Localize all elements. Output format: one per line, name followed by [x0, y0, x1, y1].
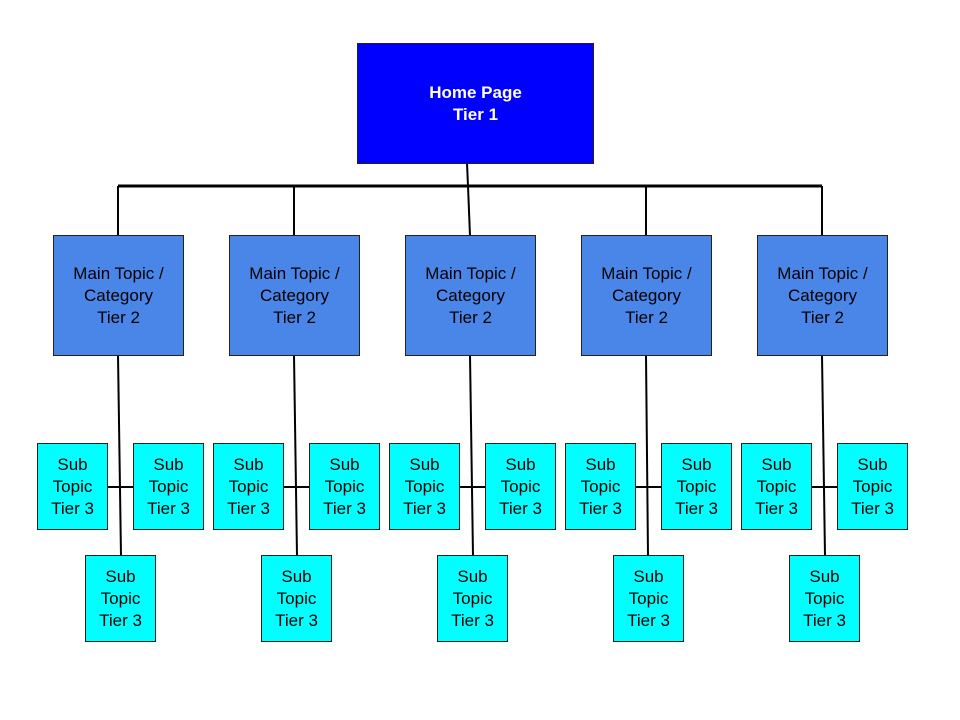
sub-topic-tier: Tier 3: [51, 498, 94, 518]
sub-topic-tier: Tier 3: [451, 610, 494, 630]
sub-topic-tier: Tier 3: [323, 498, 366, 518]
sub-topic-tier: Tier 3: [147, 498, 190, 518]
sub-topic-label: Sub: [809, 566, 840, 586]
sub-topic-label: Topic: [852, 476, 893, 496]
main-topic-label: Main Topic /: [777, 263, 868, 283]
sub-topic-tier: Tier 3: [851, 498, 894, 518]
sub-topic-tier: Tier 3: [227, 498, 270, 518]
home-page-box: Home Page Tier 1: [357, 43, 594, 164]
branch-1-stem-connector: [117, 354, 122, 557]
sub-topic-tier: Tier 3: [755, 498, 798, 518]
main-topic-category: Category: [84, 285, 153, 305]
sub-topic-label: Topic: [580, 476, 621, 496]
sub-topic-label: Sub: [281, 566, 312, 586]
sub-topic-tier: Tier 3: [675, 498, 718, 518]
sub-topic-label: Topic: [228, 476, 269, 496]
sub-topic-box-2-right: Sub Topic Tier 3: [309, 443, 380, 530]
sub-topic-label: Sub: [681, 454, 712, 474]
main-topic-tier: Tier 2: [273, 307, 316, 327]
main-topic-tier: Tier 2: [625, 307, 668, 327]
branch-2-stem-connector: [293, 354, 298, 557]
sub-topic-label: Sub: [105, 566, 136, 586]
sub-topic-label: Topic: [676, 476, 717, 496]
main-topic-category: Category: [788, 285, 857, 305]
sub-topic-tier: Tier 3: [499, 498, 542, 518]
sub-topic-label: Sub: [633, 566, 664, 586]
sub-topic-label: Sub: [57, 454, 88, 474]
sub-topic-label: Topic: [500, 476, 541, 496]
sub-topic-box-3-left: Sub Topic Tier 3: [389, 443, 460, 530]
sub-topic-label: Topic: [324, 476, 365, 496]
main-topic-box-4: Main Topic / Category Tier 2: [581, 235, 712, 356]
sub-topic-tier: Tier 3: [403, 498, 446, 518]
sub-topic-label: Sub: [857, 454, 888, 474]
main-topic-tier: Tier 2: [449, 307, 492, 327]
sub-topic-box-4-bottom: Sub Topic Tier 3: [613, 555, 684, 642]
sub-topic-label: Topic: [756, 476, 797, 496]
sub-topic-label: Topic: [52, 476, 93, 496]
main-topic-label: Main Topic /: [73, 263, 164, 283]
sub-topic-label: Sub: [761, 454, 792, 474]
home-stem-connector: [466, 162, 469, 187]
main-topic-label: Main Topic /: [425, 263, 516, 283]
sub-topic-box-1-left: Sub Topic Tier 3: [37, 443, 108, 530]
main-topic-category: Category: [260, 285, 329, 305]
sub-topic-box-1-bottom: Sub Topic Tier 3: [85, 555, 156, 642]
main-topic-category: Category: [436, 285, 505, 305]
sub-topic-box-5-left: Sub Topic Tier 3: [741, 443, 812, 530]
sub-topic-box-5-right: Sub Topic Tier 3: [837, 443, 908, 530]
sub-topic-box-3-bottom: Sub Topic Tier 3: [437, 555, 508, 642]
sub-topic-box-5-bottom: Sub Topic Tier 3: [789, 555, 860, 642]
sub-topic-box-2-left: Sub Topic Tier 3: [213, 443, 284, 530]
sub-topic-label: Sub: [233, 454, 264, 474]
sub-topic-label: Sub: [153, 454, 184, 474]
home-page-title: Home Page: [429, 82, 522, 102]
branch-3-drop-connector: [467, 185, 471, 237]
sub-topic-box-3-right: Sub Topic Tier 3: [485, 443, 556, 530]
sub-topic-label: Topic: [804, 588, 845, 608]
sub-topic-label: Sub: [409, 454, 440, 474]
sub-topic-box-2-bottom: Sub Topic Tier 3: [261, 555, 332, 642]
main-topic-category: Category: [612, 285, 681, 305]
sub-topic-box-4-right: Sub Topic Tier 3: [661, 443, 732, 530]
home-page-tier: Tier 1: [452, 104, 499, 124]
sub-topic-tier: Tier 3: [803, 610, 846, 630]
main-topic-tier: Tier 2: [97, 307, 140, 327]
sub-topic-label: Sub: [457, 566, 488, 586]
main-topic-label: Main Topic /: [249, 263, 340, 283]
sub-topic-label: Topic: [628, 588, 669, 608]
sub-topic-label: Topic: [452, 588, 493, 608]
main-topic-box-1: Main Topic / Category Tier 2: [53, 235, 184, 356]
branch-3-stem-connector: [469, 354, 474, 557]
sub-topic-tier: Tier 3: [275, 610, 318, 630]
sub-topic-label: Topic: [276, 588, 317, 608]
sub-topic-label: Topic: [148, 476, 189, 496]
main-topic-box-5: Main Topic / Category Tier 2: [757, 235, 888, 356]
sub-topic-label: Topic: [404, 476, 445, 496]
main-topic-box-2: Main Topic / Category Tier 2: [229, 235, 360, 356]
main-topic-label: Main Topic /: [601, 263, 692, 283]
branch-4-stem-connector: [645, 354, 649, 557]
main-topic-tier: Tier 2: [801, 307, 844, 327]
sub-topic-label: Sub: [585, 454, 616, 474]
sub-topic-box-1-right: Sub Topic Tier 3: [133, 443, 204, 530]
sub-topic-tier: Tier 3: [579, 498, 622, 518]
sub-topic-tier: Tier 3: [627, 610, 670, 630]
main-topic-box-3: Main Topic / Category Tier 2: [405, 235, 536, 356]
sub-topic-label: Sub: [505, 454, 536, 474]
sub-topic-label: Topic: [100, 588, 141, 608]
sub-topic-label: Sub: [329, 454, 360, 474]
branch-5-stem-connector: [821, 354, 826, 557]
sub-topic-tier: Tier 3: [99, 610, 142, 630]
sub-topic-box-4-left: Sub Topic Tier 3: [565, 443, 636, 530]
